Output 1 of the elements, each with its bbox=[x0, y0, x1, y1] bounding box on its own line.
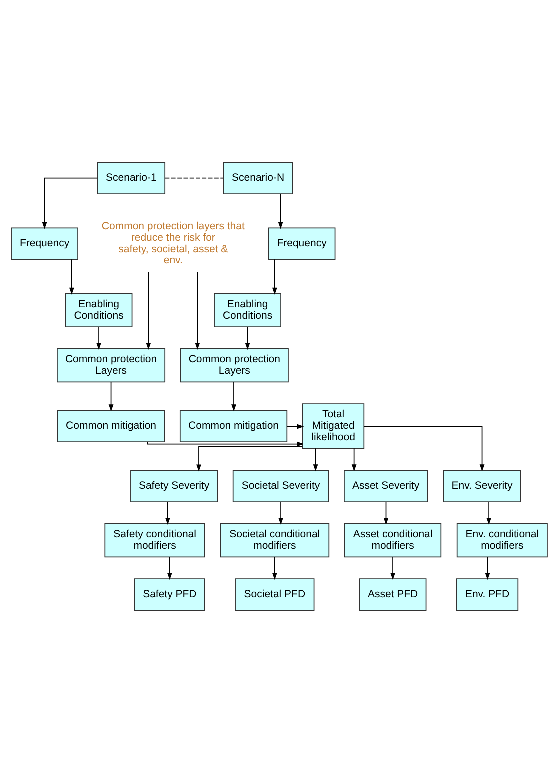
node-text: Common protection layers that reduce the risk for safety, societal, asset & env. bbox=[102, 220, 245, 267]
